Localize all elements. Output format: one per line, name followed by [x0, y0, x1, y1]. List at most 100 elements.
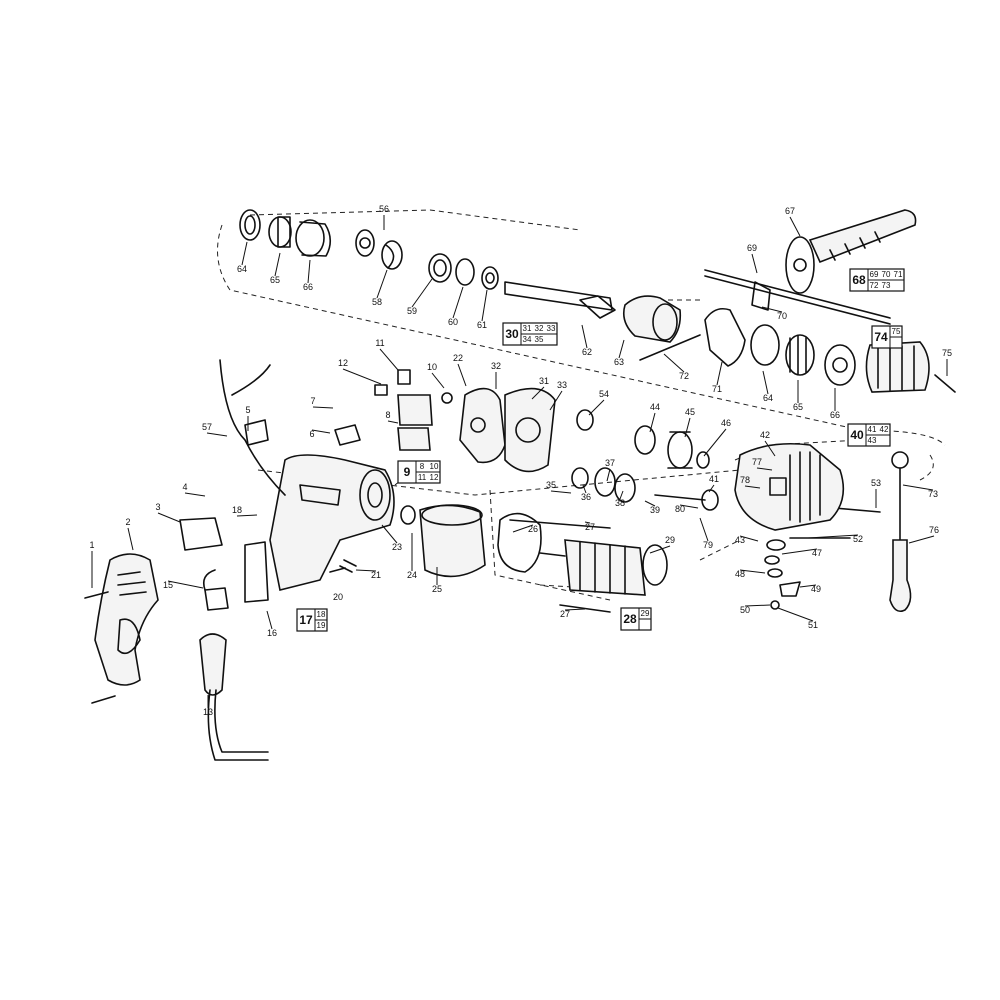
- leader-line: [716, 361, 723, 386]
- part-callout: 71: [712, 384, 722, 394]
- part-callout: 65: [270, 275, 280, 285]
- part-callout: 58: [372, 297, 382, 307]
- reference-box-sub: 72: [870, 281, 879, 290]
- part-callout: 67: [785, 206, 795, 216]
- leader-line: [764, 440, 776, 457]
- reference-box-sub: 32: [535, 324, 544, 333]
- leader-line: [649, 545, 671, 554]
- part-callout: 16: [267, 628, 277, 638]
- part-callout: 3: [155, 502, 160, 512]
- leader-line: [236, 514, 258, 517]
- part-callout: 5: [245, 405, 250, 415]
- leader-line: [799, 584, 817, 588]
- reference-box-sub: 69: [870, 270, 879, 279]
- leader-line: [588, 399, 605, 416]
- part-callout: 42: [760, 430, 770, 440]
- motor-parts: [419, 387, 668, 613]
- part-callout: 52: [853, 534, 863, 544]
- leader-line: [649, 412, 656, 433]
- part-callout: 23: [392, 542, 402, 552]
- leader-line: [376, 269, 388, 299]
- leader-line: [807, 534, 859, 539]
- reference-box-sub: 35: [535, 335, 544, 344]
- reference-box-sub: 31: [523, 324, 532, 333]
- leader-line: [739, 535, 759, 542]
- leader-line: [756, 467, 773, 471]
- leader-line: [206, 432, 228, 437]
- reference-box-sub: 11: [418, 473, 427, 482]
- part-callout: 12: [338, 358, 348, 368]
- leader-line: [274, 252, 281, 277]
- power-cord: [199, 359, 286, 761]
- reference-box-sub: 10: [430, 462, 439, 471]
- leader-line: [381, 524, 398, 544]
- part-callout: 59: [407, 306, 417, 316]
- part-callout: 70: [777, 311, 787, 321]
- part-callout: 79: [703, 540, 713, 550]
- part-callout: 13: [203, 707, 213, 717]
- leader-line: [307, 259, 311, 284]
- gear-housing: [734, 442, 845, 531]
- leader-line: [564, 608, 586, 611]
- part-callout: 66: [830, 410, 840, 420]
- leader-line: [708, 484, 715, 493]
- leader-line: [184, 492, 206, 497]
- reference-box-sub: 29: [641, 609, 650, 618]
- reference-box-sub: 12: [430, 473, 439, 482]
- part-callout: 64: [763, 393, 773, 403]
- reference-box-sub: 19: [317, 621, 326, 630]
- reference-box-main: 74: [874, 330, 888, 344]
- top-row-parts: [239, 209, 499, 290]
- leader-line: [679, 504, 699, 509]
- part-callout: 15: [163, 580, 173, 590]
- leader-line: [644, 500, 656, 507]
- reference-box-main: 30: [505, 327, 519, 341]
- part-callout: 76: [929, 525, 939, 535]
- part-callout: 37: [605, 458, 615, 468]
- leader-line: [739, 569, 766, 574]
- leader-line: [761, 306, 783, 313]
- leader-line: [167, 580, 204, 589]
- leader-line: [584, 521, 591, 524]
- part-callout: 80: [675, 504, 685, 514]
- part-callout: 51: [808, 620, 818, 630]
- leader-line: [619, 490, 624, 500]
- part-callout: 63: [614, 357, 624, 367]
- rear-handle: [84, 553, 159, 704]
- leader-line: [699, 517, 709, 542]
- part-callout: 22: [453, 353, 463, 363]
- leader-line: [241, 241, 248, 266]
- part-callout: 66: [303, 282, 313, 292]
- part-callout: 21: [371, 570, 381, 580]
- leader-line: [127, 527, 134, 551]
- leader-line: [781, 548, 818, 555]
- part-callout: 49: [811, 584, 821, 594]
- part-callout: 10: [427, 362, 437, 372]
- part-callout: 64: [237, 264, 247, 274]
- part-callout: 35: [546, 480, 556, 490]
- reference-box-main: 9: [404, 465, 411, 479]
- part-callout: 32: [491, 361, 501, 371]
- part-callout: 72: [679, 371, 689, 381]
- leader-line: [902, 484, 934, 491]
- side-handle: [704, 209, 917, 325]
- part-callout: 29: [665, 535, 675, 545]
- part-callout: 56: [379, 204, 389, 214]
- reference-box-sub: 71: [894, 270, 903, 279]
- part-callout: 18: [232, 505, 242, 515]
- leader-line: [431, 372, 445, 389]
- reference-box-sub: 34: [523, 335, 532, 344]
- leader-line: [618, 339, 625, 359]
- leader-line: [342, 368, 382, 385]
- leader-line: [550, 490, 572, 494]
- reference-box-sub: 33: [547, 324, 556, 333]
- part-callout: 20: [333, 592, 343, 602]
- reference-box-sub: 41: [868, 425, 877, 434]
- part-callout: 45: [685, 407, 695, 417]
